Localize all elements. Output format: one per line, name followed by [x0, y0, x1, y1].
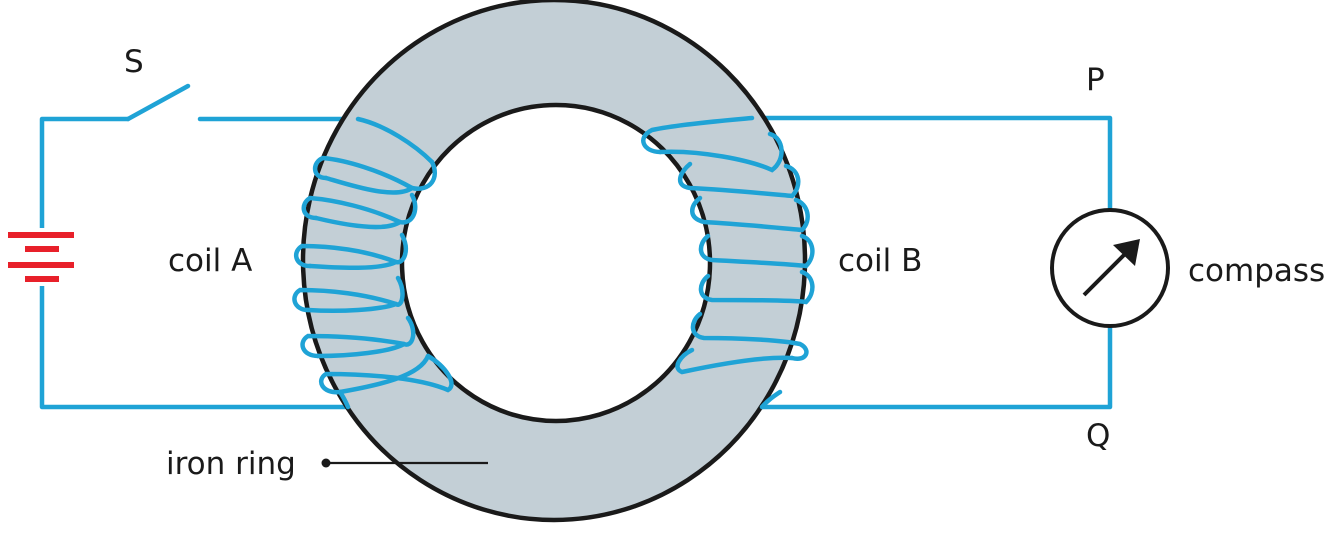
secondary-wire-top: [749, 115, 1113, 215]
compass-label: compass: [1188, 253, 1325, 289]
switch-lever: [125, 83, 191, 122]
coil-a-label: coil A: [168, 243, 252, 279]
iron-ring-label: iron ring: [166, 446, 296, 482]
secondary-wire-bottom: [759, 323, 1113, 410]
iron-ring: [300, 0, 808, 523]
coil-a: [292, 116, 454, 410]
battery-plates: [8, 232, 74, 282]
coil-b-label: coil B: [838, 243, 922, 279]
secondary-circuit: [749, 115, 1113, 410]
point-p-label: P: [1086, 62, 1105, 98]
compass: [1050, 208, 1170, 328]
switch-label: S: [124, 44, 144, 80]
coil-b: [641, 115, 815, 410]
iron-ring-pointer: [321, 458, 488, 468]
point-q-label: Q: [1086, 418, 1110, 454]
arrow-icon: [1082, 239, 1140, 297]
